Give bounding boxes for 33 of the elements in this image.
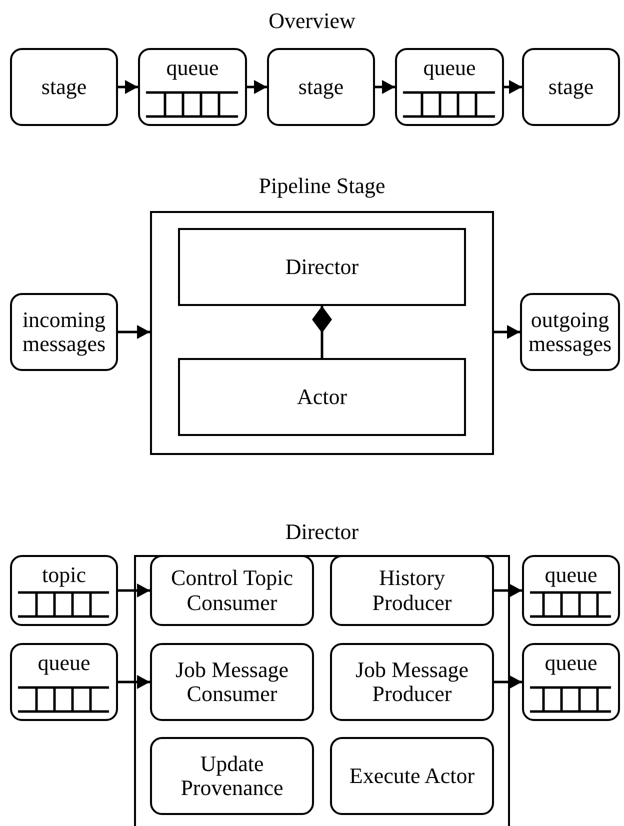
arrow [504,80,522,94]
queue-box: queue [138,48,247,126]
topic-box: topic [10,555,118,626]
queue-box: queue [10,643,118,721]
section-heading: Director [284,519,360,545]
arrow [118,80,138,94]
arrow [494,675,522,689]
stage-box: stage [522,48,620,126]
component-box: Actor [178,358,466,436]
queue-box: queue [522,643,620,721]
arrow [375,80,395,94]
message-box: outgoing messages [520,293,620,371]
composition-connector [312,306,332,358]
process-box: History Producer [330,555,494,626]
queue-box: queue [522,555,620,626]
stage-box: stage [10,48,118,126]
process-box: Control Topic Consumer [150,555,314,626]
process-box: Job Message Producer [330,643,494,721]
component-box: Director [178,228,466,306]
arrow [494,584,522,598]
process-box: Job Message Consumer [150,643,314,721]
queue-box: queue [395,48,504,126]
process-box: Update Provenance [150,737,314,815]
section-heading: Overview [268,8,356,34]
process-box: Execute Actor [330,737,494,815]
stage-box: stage [267,48,375,126]
arrow [118,325,150,339]
message-box: incoming messages [10,293,118,371]
arrow [118,584,150,598]
arrow [247,80,267,94]
section-heading: Pipeline Stage [258,173,386,199]
arrow [118,675,150,689]
arrow [494,325,520,339]
